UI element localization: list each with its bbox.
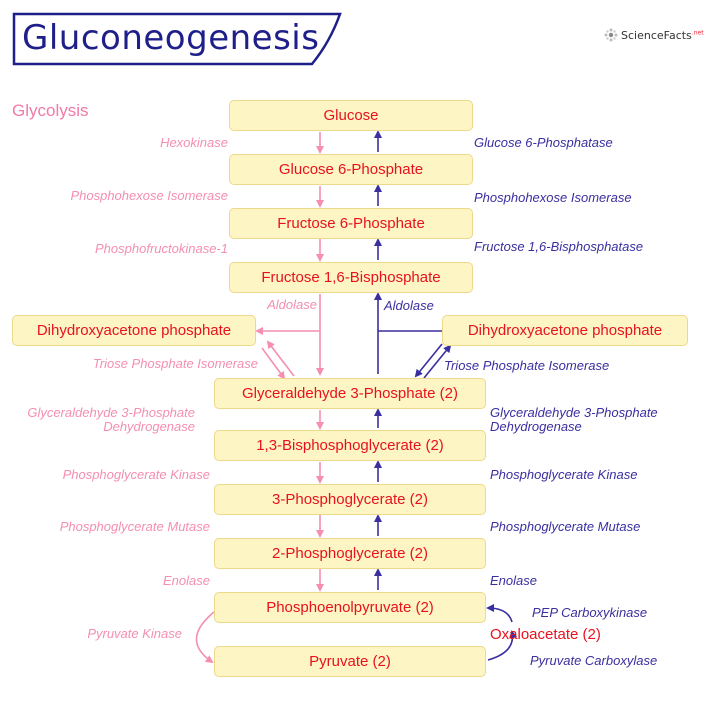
metabolite-phosphoenolpyruvate: Phosphoenolpyruvate (2) (214, 592, 486, 623)
arrow-pep-carboxykinase (486, 604, 513, 623)
enzyme-phosphofructokinase: Phosphofructokinase-1 (95, 241, 228, 256)
logo-mark-icon (604, 28, 618, 42)
metabolite-pyruvate: Pyruvate (2) (214, 646, 486, 677)
arrow-tpi-forward (261, 347, 286, 380)
enzyme-enolase-right: Enolase (490, 573, 537, 588)
enzyme-triose-phosphate-isomerase-left: Triose Phosphate Isomerase (92, 356, 258, 371)
enzyme-g3p-dehydrogenase-right-line2: Dehydrogenase (490, 419, 582, 434)
metabolite-fructose-1-6-bisphosphate: Fructose 1,6-Bisphosphate (229, 262, 473, 293)
glycolysis-label: Glycolysis (12, 101, 89, 120)
enzyme-phosphoglycerate-kinase-right: Phosphoglycerate Kinase (490, 467, 638, 482)
enzyme-g3p-dehydrogenase-left: Glyceraldehyde 3-Phosphate Dehydrogenase (27, 406, 195, 434)
enzyme-glucose-6-phosphatase: Glucose 6-Phosphatase (474, 135, 613, 150)
enzyme-aldolase-right: Aldolase (384, 298, 434, 313)
metabolite-2-phosphoglycerate: 2-Phosphoglycerate (2) (214, 538, 486, 569)
enzyme-phosphoglycerate-mutase-right: Phosphoglycerate Mutase (490, 519, 641, 534)
enzyme-pep-carboxykinase: PEP Carboxykinase (532, 605, 648, 620)
enzyme-pyruvate-kinase: Pyruvate Kinase (87, 626, 182, 641)
arrow-tpi-reverse (266, 340, 295, 377)
enzyme-g3p-dehydrogenase-left-line1: Glyceraldehyde 3-Phosphate (27, 405, 195, 420)
title-banner: Gluconeogenesis (12, 12, 342, 66)
metabolite-glyceraldehyde-3-phosphate: Glyceraldehyde 3-Phosphate (2) (214, 378, 486, 409)
metabolite-3-phosphoglycerate: 3-Phosphoglycerate (2) (214, 484, 486, 515)
enzyme-pyruvate-carboxylase: Pyruvate Carboxylase (530, 653, 658, 668)
enzyme-enolase-left: Enolase (163, 573, 210, 588)
glycolysis-arrows (195, 132, 324, 664)
enzyme-g3p-dehydrogenase-right: Glyceraldehyde 3-Phosphate Dehydrogenase (490, 406, 658, 434)
title-frame (12, 12, 342, 66)
gluconeogenesis-arrows (374, 130, 518, 661)
enzyme-phosphohexose-isomerase-right: Phosphohexose Isomerase (474, 190, 632, 205)
metabolite-glucose-6-phosphate: Glucose 6-Phosphate (229, 154, 473, 185)
enzyme-g3p-dehydrogenase-left-line2: Dehydrogenase (103, 419, 195, 434)
enzyme-fructose-bisphosphatase: Fructose 1,6-Bisphosphatase (474, 239, 644, 254)
metabolite-1-3-bisphosphoglycerate: 1,3-Bisphosphoglycerate (2) (214, 430, 486, 461)
arrow-pyruvate-kinase (195, 611, 215, 664)
arrow-tpi-right-a (414, 343, 443, 378)
arrow-tpi-right-b (423, 344, 452, 379)
metabolite-dhap-left: Dihydroxyacetone phosphate (12, 315, 256, 346)
enzyme-hexokinase: Hexokinase (160, 135, 228, 150)
brand-logo: ScienceFacts.net (604, 28, 704, 42)
enzyme-phosphohexose-isomerase-left: Phosphohexose Isomerase (70, 188, 228, 203)
metabolite-oxaloacetate: Oxaloacetate (2) (490, 626, 601, 643)
logo-text: ScienceFacts.net (621, 28, 704, 42)
metabolite-glucose: Glucose (229, 100, 473, 131)
metabolite-dhap-right: Dihydroxyacetone phosphate (442, 315, 688, 346)
enzyme-phosphoglycerate-mutase-left: Phosphoglycerate Mutase (59, 519, 210, 534)
enzyme-phosphoglycerate-kinase-left: Phosphoglycerate Kinase (62, 467, 210, 482)
enzyme-g3p-dehydrogenase-right-line1: Glyceraldehyde 3-Phosphate (490, 405, 658, 420)
metabolite-fructose-6-phosphate: Fructose 6-Phosphate (229, 208, 473, 239)
enzyme-triose-phosphate-isomerase-right: Triose Phosphate Isomerase (444, 358, 610, 373)
page-title: Gluconeogenesis (22, 18, 320, 58)
enzyme-aldolase-left: Aldolase (267, 297, 317, 312)
arrow-pyruvate-carboxylase (487, 630, 518, 661)
